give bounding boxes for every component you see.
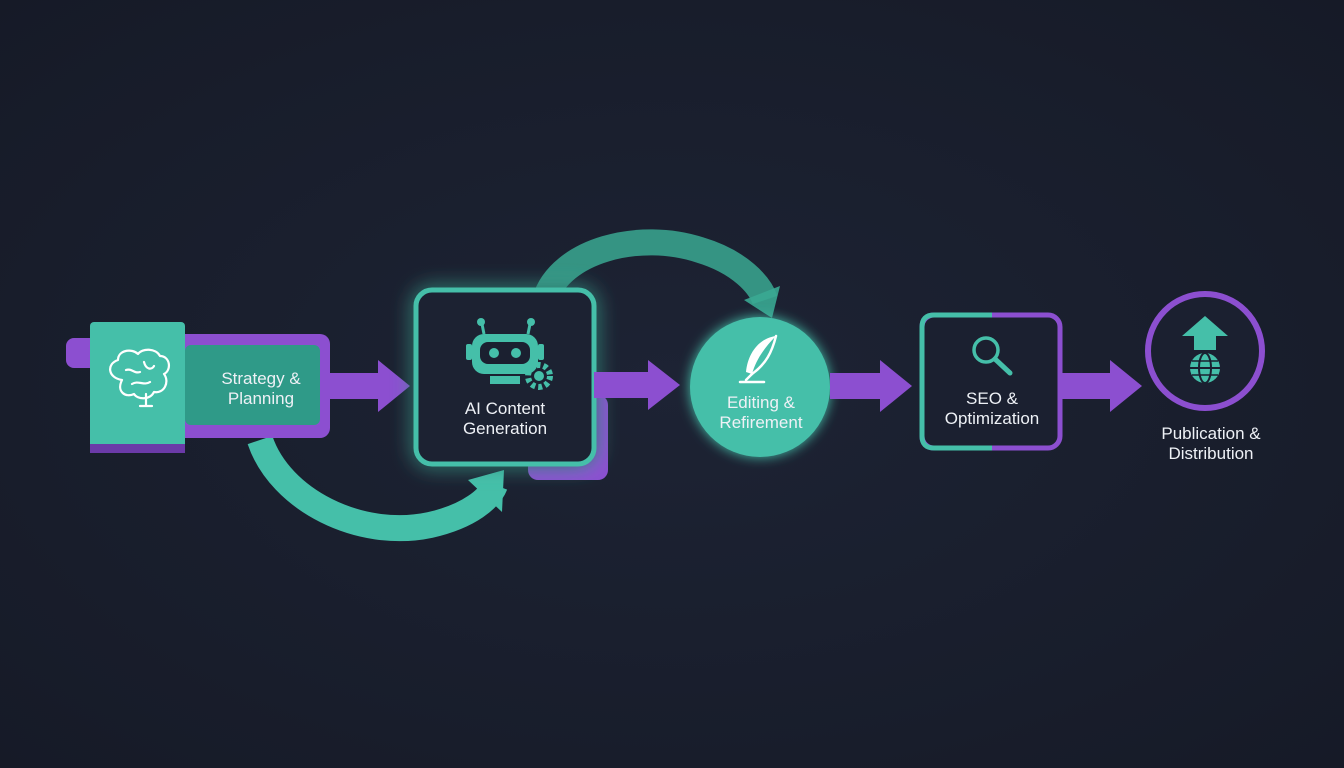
arrow-1-to-2: [330, 360, 410, 412]
robot-gear-icon: [466, 318, 553, 390]
loop-arrow-bottom: [247, 435, 508, 542]
step-label-line2: Generation: [462, 419, 548, 438]
loop-arrow-top: [532, 229, 780, 318]
step-label-line1: Strategy &: [221, 369, 301, 388]
step-ai-content-generation: [413, 287, 608, 480]
step-label-line2: Optimization: [944, 409, 1040, 428]
step-label-seo-optimization: SEO & Optimization: [928, 389, 1056, 429]
step-strategy-planning: [66, 322, 330, 453]
step-label-publication-distribution: Publication & Distribution: [1140, 424, 1282, 464]
arrow-4-to-5: [1060, 360, 1142, 412]
magnifier-icon: [972, 336, 1013, 376]
quill-pen-icon: [738, 334, 778, 384]
step-label-line1: AI Content: [464, 399, 546, 418]
globe-upload-icon: [1182, 316, 1228, 384]
step-editing-refinement: [690, 317, 830, 457]
step-label-editing-refinement: Editing & Refirement: [696, 393, 826, 433]
step-label-line1: Editing &: [726, 393, 796, 412]
step-label-ai-content-generation: AI Content Generation: [430, 399, 580, 439]
step-label-line1: Publication &: [1161, 424, 1261, 443]
step-label-strategy-planning: Strategy & Planning: [200, 369, 322, 409]
step-label-line1: SEO &: [966, 389, 1018, 408]
step-label-line2: Refirement: [719, 413, 803, 432]
step-publication-distribution: [1145, 291, 1265, 411]
step-label-line2: Planning: [227, 389, 295, 408]
brain-icon: [109, 348, 170, 408]
arrow-2-to-3: [594, 360, 680, 410]
arrow-3-to-4: [830, 360, 912, 412]
step-label-line2: Distribution: [1168, 444, 1254, 463]
